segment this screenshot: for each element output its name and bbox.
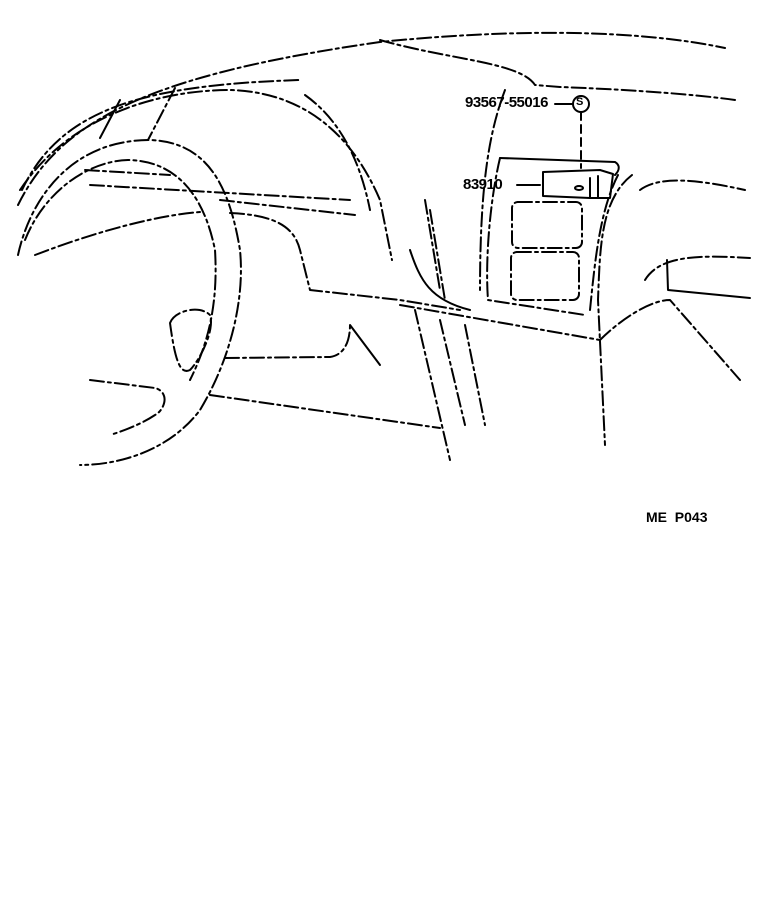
reference-code: ME P043 [646,509,708,525]
symbol-s-circle: S [576,96,583,108]
callout-part-number-93567-55016: 93567-55016 [465,94,548,111]
callout-part-number-83910: 83910 [463,176,503,193]
